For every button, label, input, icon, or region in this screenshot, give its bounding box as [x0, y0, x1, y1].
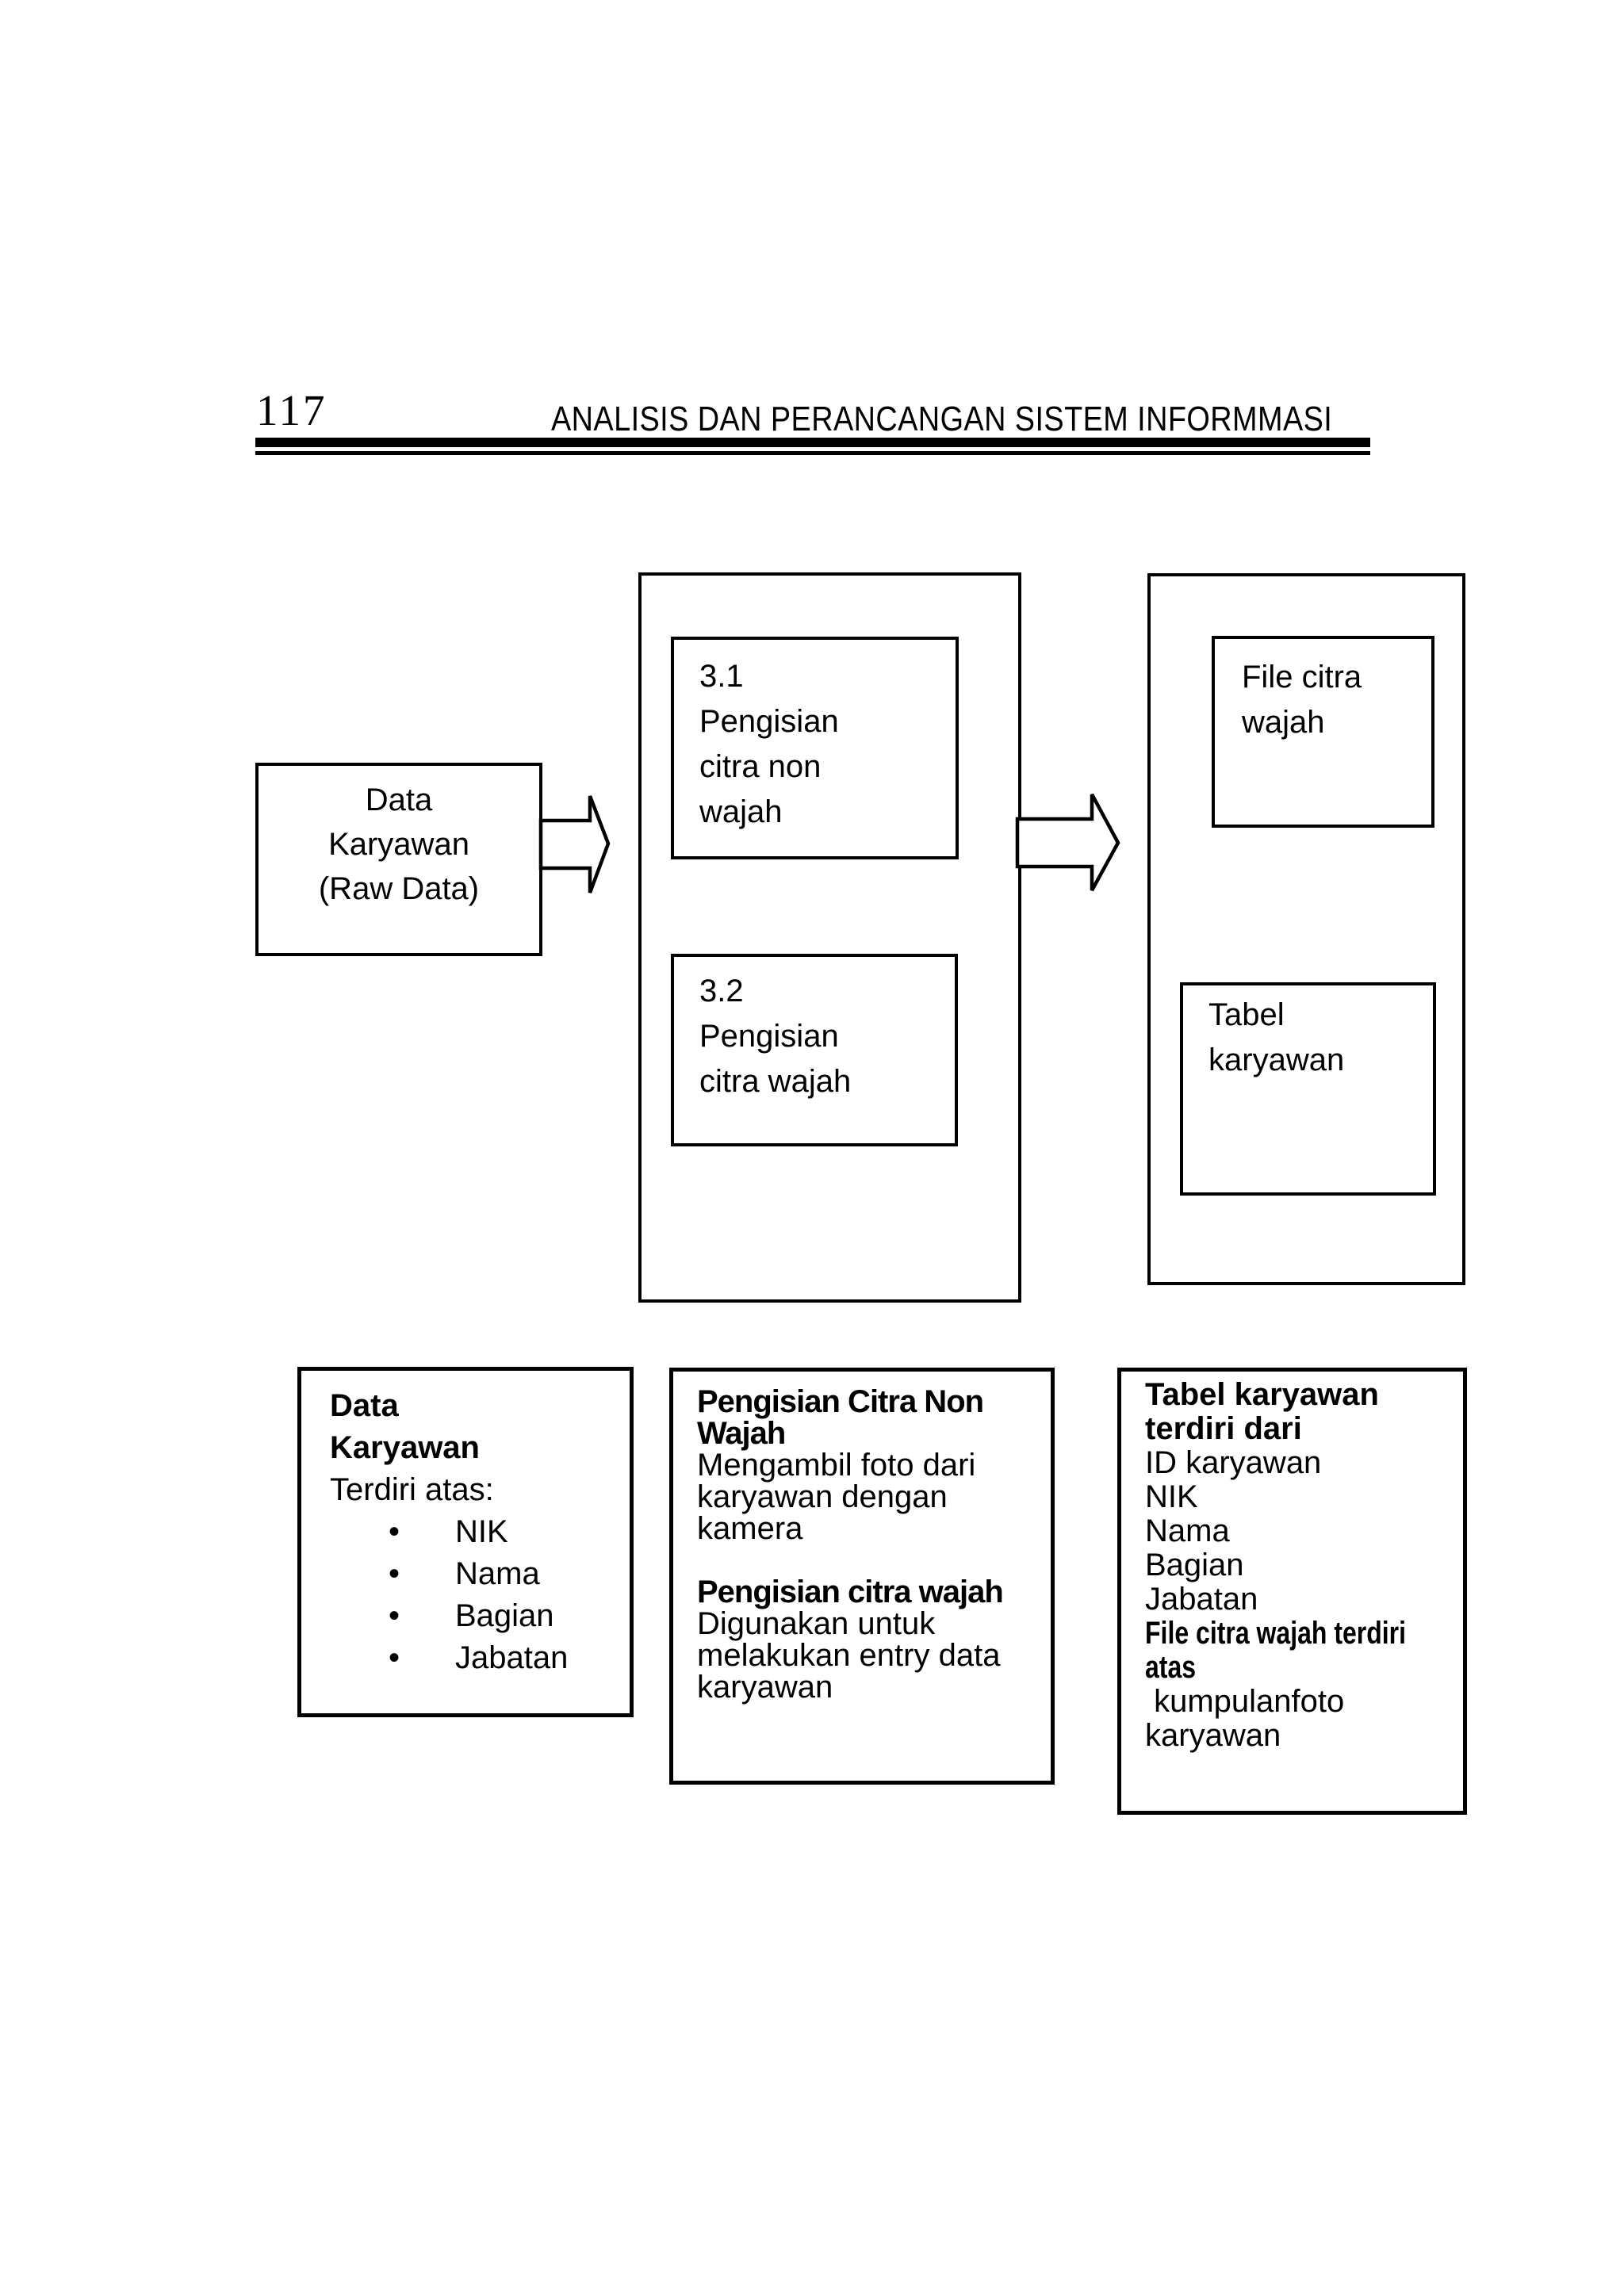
bullet-item-nik: • NIK — [330, 1511, 630, 1553]
text-line: citra wajah — [699, 1064, 852, 1099]
header-title: ANALISIS DAN PERANCANGAN SISTEM INFORMMA… — [551, 400, 1333, 438]
text-line: citra non — [699, 749, 822, 784]
text-line: File citra — [1242, 660, 1362, 695]
box-tabel-karyawan: Tabel karyawan — [1180, 982, 1436, 1196]
text-line: Nama — [1145, 1513, 1230, 1548]
text-line: Mengambil foto dari — [697, 1448, 976, 1483]
text-line: Tabel — [1208, 997, 1285, 1032]
text-line: Pengisian Citra Non — [697, 1384, 984, 1419]
note-pengisian-wajah-heading: Pengisian citra wajah — [697, 1576, 1051, 1608]
text-line: File citra wajah terdiri — [1145, 1616, 1406, 1651]
text-line: Karyawan — [330, 1430, 480, 1465]
text-line: Karyawan — [328, 827, 469, 862]
text-line: terdiri dari — [1145, 1411, 1302, 1446]
box-file-citra-wajah: File citra wajah — [1212, 636, 1434, 828]
text-line: 3.2 — [699, 974, 744, 1008]
bullet-dot-icon: • — [389, 1640, 400, 1675]
text-line: Jabatan — [1145, 1582, 1258, 1617]
text-line: kamera — [697, 1511, 803, 1546]
bullet-dot-icon: • — [389, 1598, 400, 1633]
text-line: Pengisian — [699, 1019, 839, 1054]
text-line: Wajah — [697, 1416, 786, 1451]
text-line: karyawan dengan — [697, 1479, 948, 1514]
arrow-process-to-output-icon — [1015, 793, 1120, 892]
bullet-label: Jabatan — [455, 1640, 569, 1675]
bullet-item-bagian: • Bagian — [330, 1595, 630, 1637]
header-rule-thick — [255, 438, 1370, 447]
bullet-dot-icon: • — [389, 1556, 400, 1591]
bullet-item-jabatan: • Jabatan — [330, 1637, 630, 1679]
bullet-label: Bagian — [455, 1598, 554, 1633]
text-line: ID karyawan — [1145, 1445, 1322, 1480]
text-line: Pengisian citra wajah — [697, 1575, 1004, 1609]
text-line: melakukan entry data — [697, 1638, 1001, 1673]
text-line: NIK — [1145, 1479, 1198, 1514]
text-line: Bagian — [1145, 1548, 1244, 1582]
text-line: Data — [330, 1388, 399, 1423]
header-rule-thin — [255, 451, 1370, 455]
bullet-item-nama: • Nama — [330, 1553, 630, 1595]
text-line: Pengisian — [699, 704, 839, 739]
text-line: karyawan — [1208, 1043, 1345, 1077]
bullet-dot-icon: • — [389, 1514, 400, 1549]
arrow-source-to-process-icon — [538, 795, 611, 894]
text-line: atas — [1145, 1650, 1197, 1685]
text-line: Tabel karyawan — [1145, 1377, 1379, 1412]
text-line: karyawan — [697, 1670, 833, 1705]
bullet-label: Nama — [455, 1556, 540, 1591]
text-line: (Raw Data) — [318, 871, 480, 906]
page-number: 117 — [256, 386, 327, 434]
text-line: 3.1 — [699, 659, 744, 694]
text-line: kumpulanfoto — [1145, 1684, 1345, 1719]
note-data-karyawan-subheading: Terdiri atas: — [330, 1472, 494, 1507]
text-line: wajah — [699, 794, 783, 829]
bullet-label: NIK — [455, 1514, 508, 1549]
text-line: wajah — [1242, 705, 1325, 740]
text-line: Digunakan untuk — [697, 1606, 936, 1641]
text-line: karyawan — [1145, 1718, 1281, 1753]
text-line: Data — [365, 783, 433, 817]
